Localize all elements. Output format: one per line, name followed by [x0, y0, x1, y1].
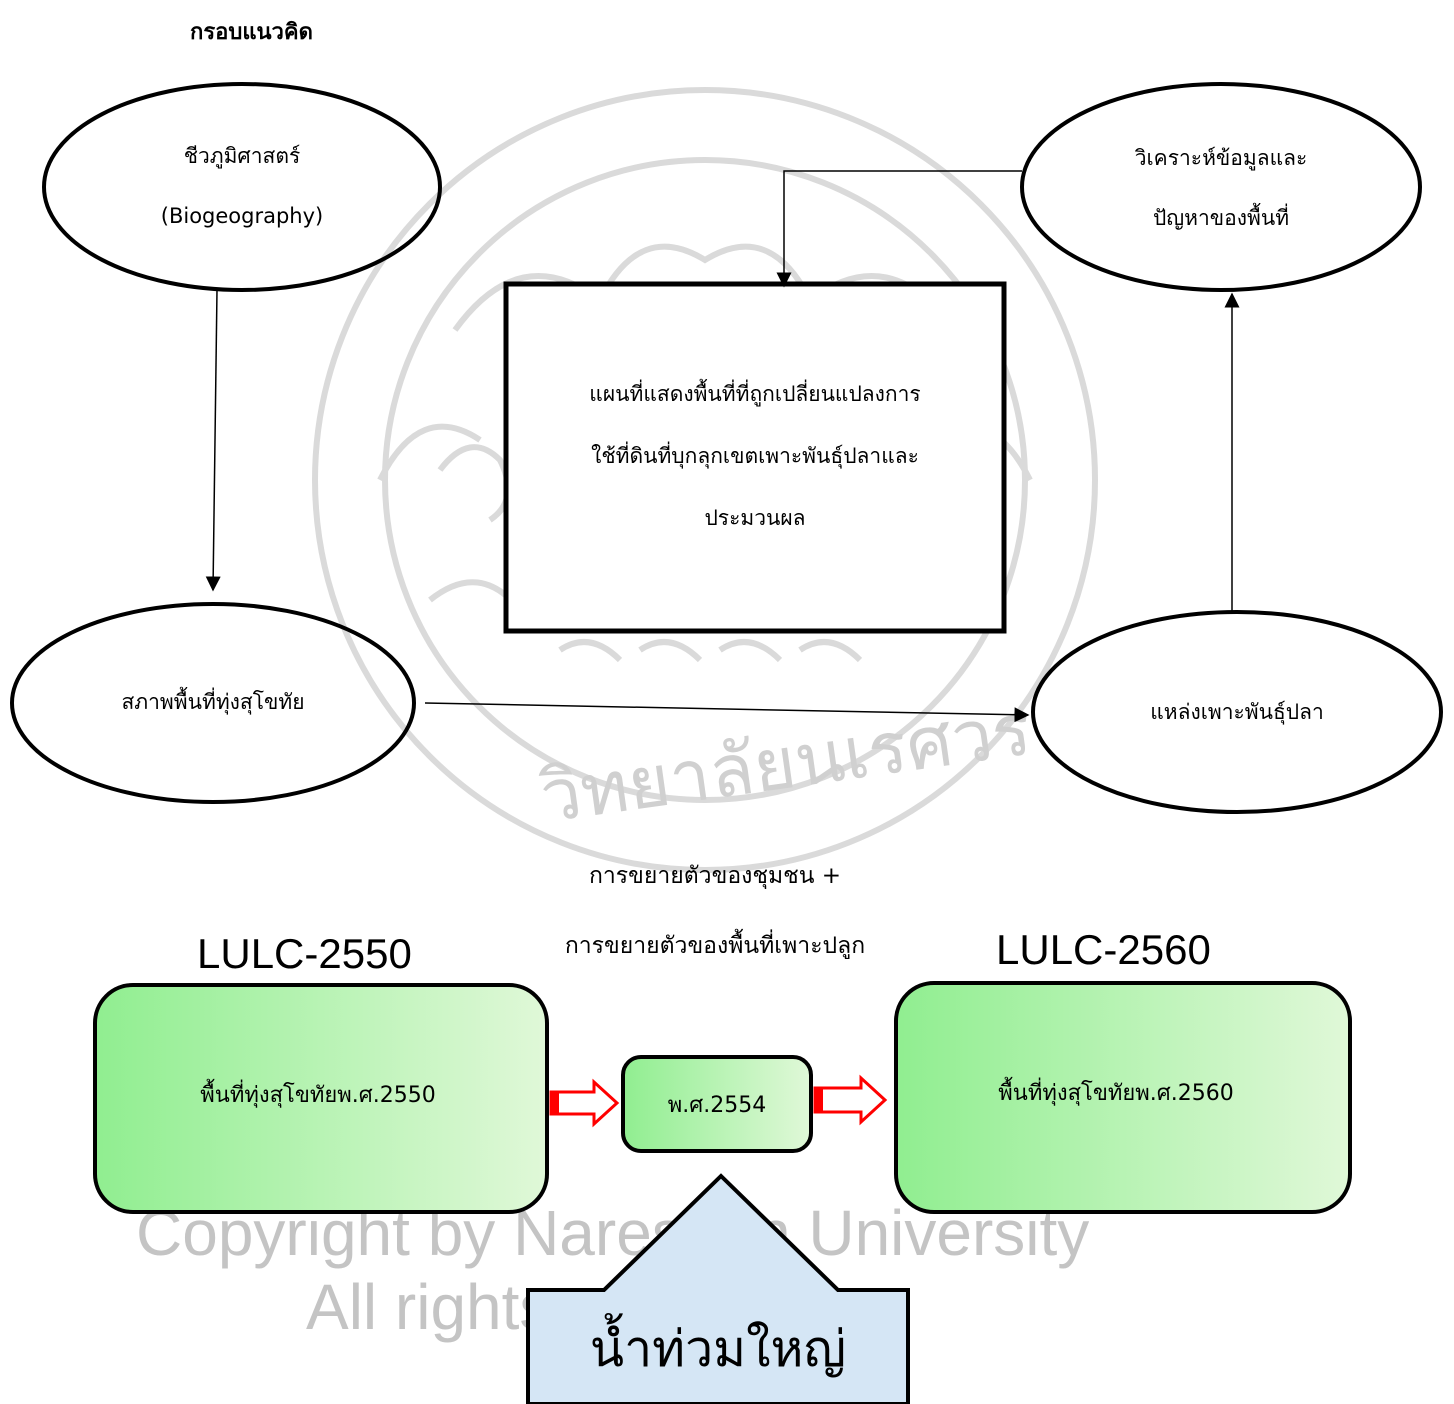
map-box-label-2: ใช้ที่ดินที่บุกลุกเขตเพาะพันธุ์ปลาและ [591, 444, 919, 468]
arrow-biogeo-to-area [205, 289, 221, 592]
red-arrow-left [549, 1078, 620, 1128]
red-arrow-right-tail [815, 1089, 823, 1111]
expansion-label-1: การขยายตัวของชุมชน + [588, 863, 842, 889]
analysis-label-2: ปัญหาของพื้นที่ [1152, 206, 1290, 230]
area-condition-ellipse [10, 602, 416, 804]
map-box-label-3: ประมวนผล [704, 506, 806, 530]
red-arrow-left-tail [551, 1093, 559, 1113]
lulc-middle-box-label: พ.ศ.2554 [667, 1093, 767, 1118]
lulc-left-box-label: พื้นที่ทุ่งสุโขทัยพ.ศ.2550 [200, 1083, 436, 1108]
expansion-label-2: การขยายตัวของพื้นที่เพาะปลูก [564, 933, 866, 959]
lulc-left-heading: LULC-2550 [197, 930, 412, 977]
lulc-right-box-label: พื้นที่ทุ่งสุโขทัยพ.ศ.2560 [998, 1081, 1234, 1106]
lulc-middle-box [621, 1055, 813, 1153]
biogeo-label-1: ชีวภูมิศาสตร์ [183, 144, 301, 168]
lulc-left-box [93, 983, 549, 1214]
lulc-right-heading: LULC-2560 [996, 926, 1211, 973]
page-title: กรอบแนวคิด [190, 20, 313, 45]
map-box-label-1: แผนที่แสดงพื้นที่ที่ถูกเปลี่ยนแปลงการ [589, 382, 921, 406]
fish-breeding-ellipse [1031, 610, 1443, 814]
lulc-right-box [894, 981, 1352, 1214]
map-box [503, 281, 1007, 634]
arrow-area-to-fish [424, 702, 1030, 723]
flood-arrow [526, 1173, 910, 1404]
fish-breeding-label: แหล่งเพาะพันธุ์ปลา [1150, 700, 1324, 724]
analysis-label-1: วิเคราะห์ข้อมูลและ [1134, 146, 1308, 170]
arrow-analysis-to-map [776, 170, 1022, 288]
biogeo-label-2: (Biogeography) [160, 204, 324, 228]
area-condition-label: สภาพพื้นที่ทุ่งสุโขทัย [121, 690, 305, 714]
analysis-ellipse [1020, 82, 1422, 292]
biogeo-ellipse [42, 82, 442, 292]
red-arrow-right [813, 1074, 888, 1126]
flood-label: น้ำท่วมใหญ่ [589, 1320, 847, 1378]
